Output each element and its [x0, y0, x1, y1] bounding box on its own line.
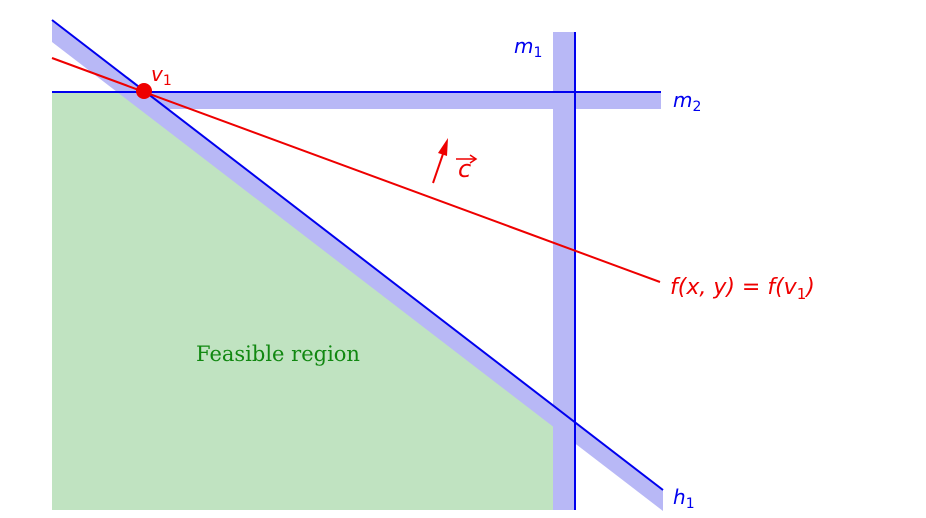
h1-line [51, 19, 664, 491]
h1-label-main: h [673, 485, 686, 509]
m2-label: m2 [673, 88, 701, 115]
h1-shade-band [52, 20, 663, 511]
h1-label-sub: 1 [686, 496, 695, 512]
direction-arrow-head [438, 138, 448, 156]
objective-equation-main: f(x, y) = f(v [670, 275, 798, 300]
vertex-v1 [136, 83, 152, 99]
direction-arrow-shaft [432, 150, 445, 184]
feasible-region [52, 92, 575, 510]
vertex-label-sub: 1 [163, 73, 172, 89]
m2-label-main: m [673, 88, 692, 112]
objective-equation-sub: 1 [797, 285, 807, 303]
m1-label-main: m [514, 34, 533, 58]
objective-equation: f(x, y) = f(v1) [670, 275, 815, 303]
m1-shade-band [553, 32, 575, 510]
m1-label-sub: 1 [533, 45, 542, 61]
m2-label-sub: 2 [692, 99, 701, 115]
direction-label-arrow-tip [469, 154, 478, 164]
direction-label: c [458, 155, 471, 183]
objective-line [51, 57, 661, 283]
h1-label: h1 [673, 485, 695, 512]
objective-equation-close: ) [804, 275, 815, 300]
vertex-label: v1 [151, 62, 172, 89]
m2-shade-band [144, 92, 661, 109]
m1-label: m1 [514, 34, 542, 61]
vertex-label-main: v [151, 62, 164, 86]
feasible-region-label: Feasible region [196, 342, 360, 366]
